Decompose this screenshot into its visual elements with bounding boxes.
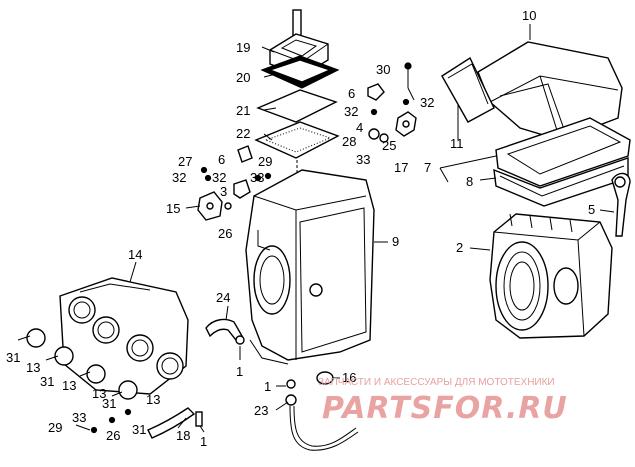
- callout-9: 9: [392, 234, 399, 249]
- callout-25: 25: [382, 138, 396, 153]
- callout-13-c: 13: [92, 386, 106, 401]
- part-5-clip: [611, 172, 631, 237]
- callout-10: 10: [522, 8, 536, 23]
- part-23-drain-tube: [285, 379, 359, 451]
- callout-22: 22: [236, 126, 250, 141]
- callout-31-b: 31: [40, 374, 54, 389]
- callout-20: 20: [236, 70, 250, 85]
- part-6-clamp-upper: [367, 83, 385, 101]
- callout-33-lower: 33: [72, 410, 86, 425]
- callout-5: 5: [588, 202, 595, 217]
- part-21-filter-element: [256, 89, 338, 123]
- callout-30: 30: [376, 62, 390, 77]
- callout-32-left: 32: [172, 170, 186, 185]
- part-13-hose-clamps: [26, 328, 138, 400]
- part-17-bracket: [395, 111, 417, 137]
- callout-13-b: 13: [62, 378, 76, 393]
- watermark-subtitle: ЗАПЧАСТИ И АКСЕССУАРЫ ДЛЯ МОТОТЕХНИКИ: [318, 377, 555, 388]
- callout-labels: 10 19 20 21 22 30 6 32 32 4 28 25 33 17 …: [6, 8, 595, 449]
- watermark: ЗАПЧАСТИ И АКСЕССУАРЫ ДЛЯ МОТОТЕХНИКИ PA…: [318, 377, 568, 426]
- callout-28: 28: [342, 134, 356, 149]
- callout-1-elbow: 1: [236, 364, 243, 379]
- callout-31-a: 31: [6, 350, 20, 365]
- part-26-29-33-fasteners: [90, 408, 132, 434]
- callout-2: 2: [456, 240, 463, 255]
- callout-29-lower: 29: [48, 420, 62, 435]
- callout-23: 23: [254, 403, 268, 418]
- leader-lines: [75, 24, 615, 433]
- part-6-clamp-lower: [237, 145, 253, 163]
- callout-32-mid: 32: [212, 170, 226, 185]
- callout-17: 17: [394, 160, 408, 175]
- callout-14: 14: [128, 247, 142, 262]
- callout-24: 24: [216, 290, 230, 305]
- callout-1-hose: 1: [200, 434, 207, 449]
- part-9-air-cleaner-case: [245, 169, 375, 365]
- part-11-seal-strip: [441, 56, 495, 123]
- part-14-air-duct-assembly: [59, 277, 189, 395]
- callout-31-c: 31: [102, 396, 116, 411]
- callout-29-upper: 29: [258, 154, 272, 169]
- callout-32-upper: 32: [344, 104, 358, 119]
- part-2-air-box-housing: [489, 213, 613, 339]
- watermark-brand: PARTSFOR.RU: [322, 391, 568, 426]
- part-15-bracket: [197, 191, 223, 221]
- callout-7: 7: [424, 160, 431, 175]
- part-7-gasket: [495, 117, 631, 187]
- part-31-screws: [17, 335, 123, 397]
- callout-3: 3: [220, 184, 227, 199]
- callout-1-drain: 1: [264, 379, 271, 394]
- callout-18: 18: [176, 428, 190, 443]
- callout-6-lower: 6: [218, 152, 225, 167]
- callout-33-upper: 33: [250, 170, 264, 185]
- callout-33-center: 33: [356, 152, 370, 167]
- part-3-joint: [233, 179, 251, 199]
- callout-27: 27: [178, 154, 192, 169]
- callout-13-a: 13: [26, 360, 40, 375]
- callout-31-d: 31: [132, 422, 146, 437]
- callout-15: 15: [166, 201, 180, 216]
- small-fasteners: [200, 98, 410, 210]
- callout-21: 21: [236, 103, 250, 118]
- part-28-collar: [368, 128, 389, 143]
- callout-11: 11: [450, 136, 464, 151]
- callout-6-upper: 6: [348, 86, 355, 101]
- callout-32-right: 32: [420, 95, 434, 110]
- callout-13-d: 13: [146, 392, 160, 407]
- part-22-filter-mesh: [254, 121, 340, 159]
- part-20-seal-ring: [260, 55, 340, 89]
- part-24-elbow-tube: [205, 318, 245, 345]
- callout-26-upper: 26: [218, 226, 232, 241]
- callout-26-lower: 26: [106, 428, 120, 443]
- callout-4: 4: [356, 120, 363, 135]
- callout-19: 19: [236, 40, 250, 55]
- part-10-air-cleaner-cover: [477, 41, 623, 141]
- callout-16: 16: [342, 370, 356, 385]
- callout-8: 8: [466, 174, 473, 189]
- part-30-bolt: [404, 62, 412, 88]
- part-18-drain-hose: [147, 407, 203, 439]
